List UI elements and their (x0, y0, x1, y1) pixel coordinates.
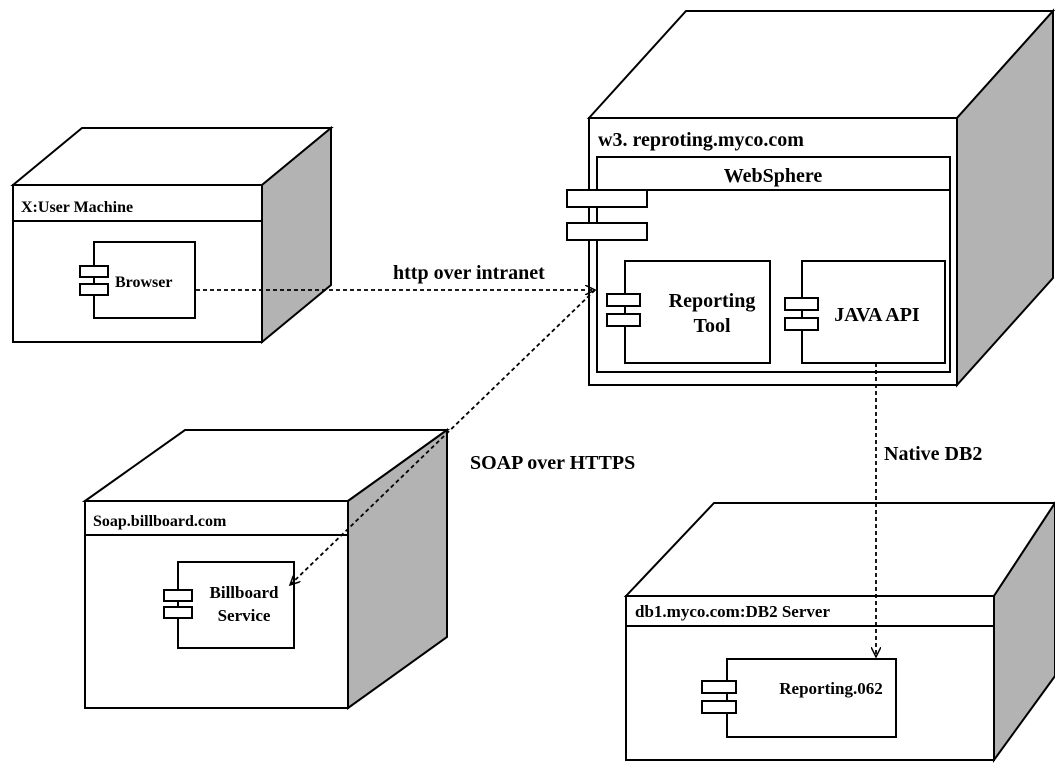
node-soap: Soap.billboard.com Billboard Service (81, 428, 451, 710)
component-label-line1: Reporting (669, 290, 756, 312)
node-title: X:User Machine (21, 199, 133, 216)
component-label-line1: Billboard (210, 583, 280, 602)
component-billboard-service[interactable]: Billboard Service (163, 561, 295, 649)
component-icon (566, 222, 648, 241)
component-label-line2: Service (218, 606, 271, 625)
component-browser[interactable]: Browser (79, 241, 196, 319)
node-user-machine: X:User Machine Browser (10, 125, 334, 345)
node-db2-server: db1.myco.com:DB2 Server Reporting.062 (623, 501, 1055, 763)
component-reporting-062[interactable]: Reporting.062 (701, 658, 897, 738)
component-icon (701, 700, 737, 714)
node-title: db1.myco.com:DB2 Server (635, 602, 830, 621)
component-label: Reporting.062 (779, 679, 882, 698)
component-icon (566, 189, 648, 208)
component-icon (701, 680, 737, 694)
component-icon (606, 293, 641, 307)
connection-label: Native DB2 (884, 443, 982, 465)
connection-label: SOAP over HTTPS (470, 452, 635, 474)
node-title: w3. reproting.myco.com (598, 129, 804, 151)
component-icon (163, 606, 193, 619)
component-label-line2: Tool (693, 315, 731, 337)
component-icon (606, 313, 641, 327)
component-icon (784, 317, 819, 331)
component-java-api[interactable]: JAVA API (784, 260, 946, 364)
component-reporting-tool[interactable]: Reporting Tool (606, 260, 771, 364)
connection-soap: SOAP over HTTPS (290, 289, 635, 585)
component-label: JAVA API (834, 304, 920, 326)
component-label: Browser (115, 274, 172, 291)
component-icon (79, 283, 109, 296)
component-icon (163, 589, 193, 602)
component-icon (79, 265, 109, 278)
connection-http: http over intranet (196, 262, 595, 290)
node-title: Soap.billboard.com (93, 513, 227, 530)
connection-label: http over intranet (393, 262, 545, 284)
connection-db2: Native DB2 (876, 363, 982, 657)
container-title: WebSphere (724, 165, 823, 187)
node-webserver: w3. reproting.myco.com WebSphere Reporti… (566, 8, 1055, 388)
component-icon (784, 297, 819, 311)
